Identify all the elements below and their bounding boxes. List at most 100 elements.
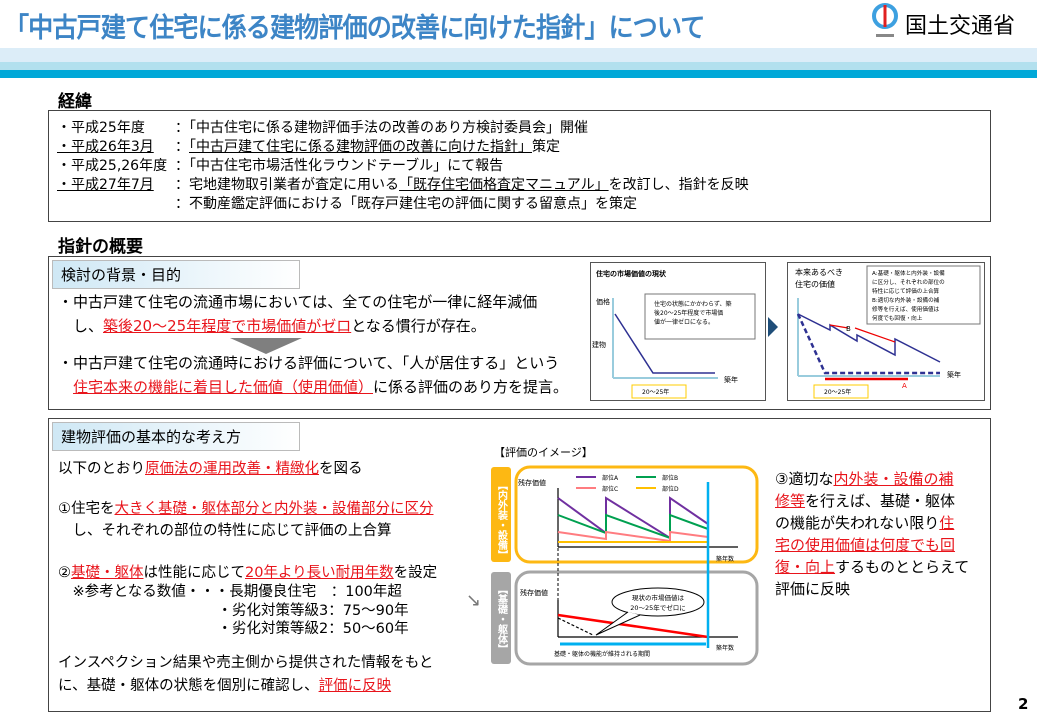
building-label: 建物 (592, 340, 606, 349)
background-label: 検討の背景・目的 (52, 260, 300, 289)
pointer-arrow-icon: ↘ (466, 590, 482, 611)
header-band (0, 62, 1037, 70)
marker-b: B (846, 325, 851, 333)
period-box (631, 384, 687, 399)
x-label: 築年数 (716, 555, 734, 563)
history-text: ：「中古住宅市場活性化ラウンドテーブル」にて報告 (175, 158, 504, 174)
text-line: 復・向上するものととらえて (775, 558, 969, 577)
highlight-text: 宅の使用価値は何度でも回 (775, 536, 956, 554)
text-segment: ※参考となる数値・・・長期優良住宅 ：100年超 (58, 584, 402, 600)
history-text: を改訂し、指針を反映 (608, 177, 749, 193)
text-segment: し、それぞれの部位の特性に応じて評価の上合算 (58, 523, 392, 539)
callout-box (644, 293, 756, 340)
upper-tag (491, 467, 511, 562)
svg-text:部位C: 部位C (602, 485, 618, 493)
history-row: ・平成27年7月：宅地建物取引業者が査定に用いる「既存住宅価格査定マニュアル」を… (57, 176, 749, 195)
text-line: ・劣化対策等級3：75～90年 (58, 602, 409, 621)
price-label: 価格 (596, 297, 610, 306)
text-segment: となる慣行が存在。 (351, 317, 486, 335)
text-line: ②基礎・躯体は性能に応じて20年より長い耐用年数を設定 (58, 564, 437, 583)
axes (612, 298, 718, 379)
x-label: 築年数 (716, 644, 734, 652)
text-segment: ・劣化対策等級2：50～60年 (58, 621, 409, 637)
text-segment: の機能が失われない限り (775, 514, 940, 532)
callout-text: 住宅の状態にかかわらず、築後20～25年程度で市場価値が一律ゼロになる。 (654, 300, 731, 326)
text-segment: を図る (319, 461, 363, 477)
ministry-logo-icon (872, 3, 898, 37)
marker-a: A (902, 382, 907, 390)
text-segment: インスペクション結果や売主側から提供された情報をもと (58, 655, 434, 671)
history-row: ・平成25,26年度 ：「中古住宅市場活性化ラウンドテーブル」にて報告 (57, 157, 503, 176)
svg-text:部位B: 部位B (662, 474, 678, 482)
text-line: に、基礎・躯体の状態を個別に確認し、評価に反映 (58, 677, 391, 696)
text-line: ※参考となる数値・・・長期優良住宅 ：100年超 (58, 583, 402, 602)
history-row: ：不動産鑑定評価における「既存戸建住宅の評価に関する留意点」を策定 (57, 195, 637, 214)
series-b-line (557, 513, 709, 540)
text-segment: に係る評価のあり方を提言。 (373, 378, 569, 396)
text-line: の機能が失われない限り住 (775, 514, 954, 533)
svg-text:部位D: 部位D (662, 485, 679, 493)
text-line: 評価に反映 (775, 580, 850, 599)
text-segment: に、基礎・躯体の状態を個別に確認し、 (58, 678, 319, 694)
text-line: ③適切な内外装・設備の補 (775, 470, 953, 489)
highlight-text: 修等 (775, 492, 806, 510)
diagram-ideal-title: 本来あるべき住宅の価値 (795, 267, 843, 289)
page-number: 2 (1018, 695, 1029, 713)
series-a-line (557, 496, 709, 540)
text-line: ・中古戸建て住宅の流通時における評価について、「人が居住する」という (58, 354, 559, 373)
text-segment: 以下のとおり (58, 461, 145, 477)
text-segment: ①住宅を (58, 501, 115, 517)
text-line: ①住宅を大きく基礎・躯体部分と内外装・設備部分に区分 (58, 500, 434, 519)
highlight-text: 原価法の運用改善・精緻化 (145, 461, 319, 477)
x-label: 築年 (947, 370, 961, 379)
text-line: 修等を行えば、基礎・躯体 (775, 492, 955, 511)
evaluation-image: 【評価のイメージ】 【内外装・設備】 残存価値 部位A 部位B 部位C 部位D … (491, 445, 759, 666)
lower-tag (491, 572, 511, 664)
header-band (0, 48, 1037, 62)
right-arrow-icon (768, 317, 778, 337)
page-title: 「中古戸建て住宅に係る建物評価の改善に向けた指針」について (4, 13, 705, 44)
history-date: ・平成25年度 (57, 120, 145, 136)
image-title: 【評価のイメージ】 (494, 445, 593, 459)
text-line: 以下のとおり原価法の運用改善・精緻化を図る (58, 460, 363, 479)
period-label: 20～25年 (824, 388, 851, 396)
highlight-text: 評価に反映 (318, 678, 392, 694)
lower-tag-text: 【基礎・躯体】 (496, 584, 509, 654)
text-segment: ・劣化対策等級3：75～90年 (58, 603, 409, 619)
basic-label: 建物評価の基本的な考え方 (52, 422, 300, 451)
history-text: 「既存住宅価格査定マニュアル」 (399, 177, 609, 193)
text-line: ・中古戸建て住宅の流通市場においては、全ての住宅が一律に経年減価 (58, 293, 537, 312)
svg-text:部位A: 部位A (602, 474, 619, 482)
diagram-current-title: 住宅の市場価値の現状 (596, 269, 667, 278)
text-segment: 評価に反映 (775, 580, 851, 598)
text-line: し、それぞれの部位の特性に応じて評価の上合算 (58, 522, 392, 541)
text-segment: を行えば、基礎・躯体 (805, 492, 956, 510)
highlight-text: 築後20～25年程度で市場価値がゼロ (103, 317, 352, 335)
text-segment: ・中古戸建て住宅の流通時における評価について、「人が居住する」という (58, 354, 560, 372)
highlight-text: 住宅本来の機能に着目した価値（使用価値） (73, 378, 374, 396)
text-segment: ② (58, 565, 71, 581)
highlight-text: 20年より長い耐用年数 (245, 565, 394, 581)
text-segment: するものととらえて (835, 558, 970, 576)
highlight-text: 大きく基礎・躯体部分と内外装・設備部分に区分 (114, 501, 434, 517)
x-label: 築年 (724, 375, 738, 384)
y-label: 残存価値 (518, 478, 546, 487)
value-line (614, 313, 715, 374)
speech-bubble (611, 587, 705, 617)
period-label: 基礎・躯体の機能が維持される期間 (554, 650, 650, 658)
history-text: ：「中古住宅に係る建物評価手法の改善のあり方検討委員会」開催 (175, 120, 588, 136)
history-date: ・平成27年7月 (57, 177, 154, 193)
y-label: 残存価値 (520, 588, 548, 597)
history-text: ： (175, 139, 189, 155)
history-date: ・平成25,26年度 (57, 158, 168, 174)
text-line: し、築後20～25年程度で市場価値がゼロとなる慣行が存在。 (58, 317, 486, 336)
history-date: ・平成26年3月 (57, 139, 154, 155)
series-c-line (557, 530, 709, 543)
upper-tag-text: 【内外装・設備】 (496, 480, 509, 560)
highlight-text: 復・向上 (775, 558, 836, 576)
down-arrow-icon (230, 338, 302, 354)
history-text: 策定 (532, 139, 560, 155)
background-box (48, 256, 991, 410)
text-segment: ③適切な (775, 470, 834, 488)
